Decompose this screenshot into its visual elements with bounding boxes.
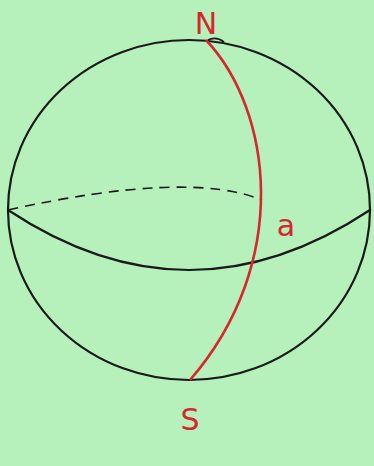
pole-label: S [180, 405, 199, 435]
equator-back [8, 187, 262, 210]
pole-label: N [195, 9, 217, 39]
sphere-outline [8, 40, 370, 380]
equator-front [8, 210, 370, 270]
arc-label: a [277, 211, 295, 241]
meridian [190, 40, 261, 380]
